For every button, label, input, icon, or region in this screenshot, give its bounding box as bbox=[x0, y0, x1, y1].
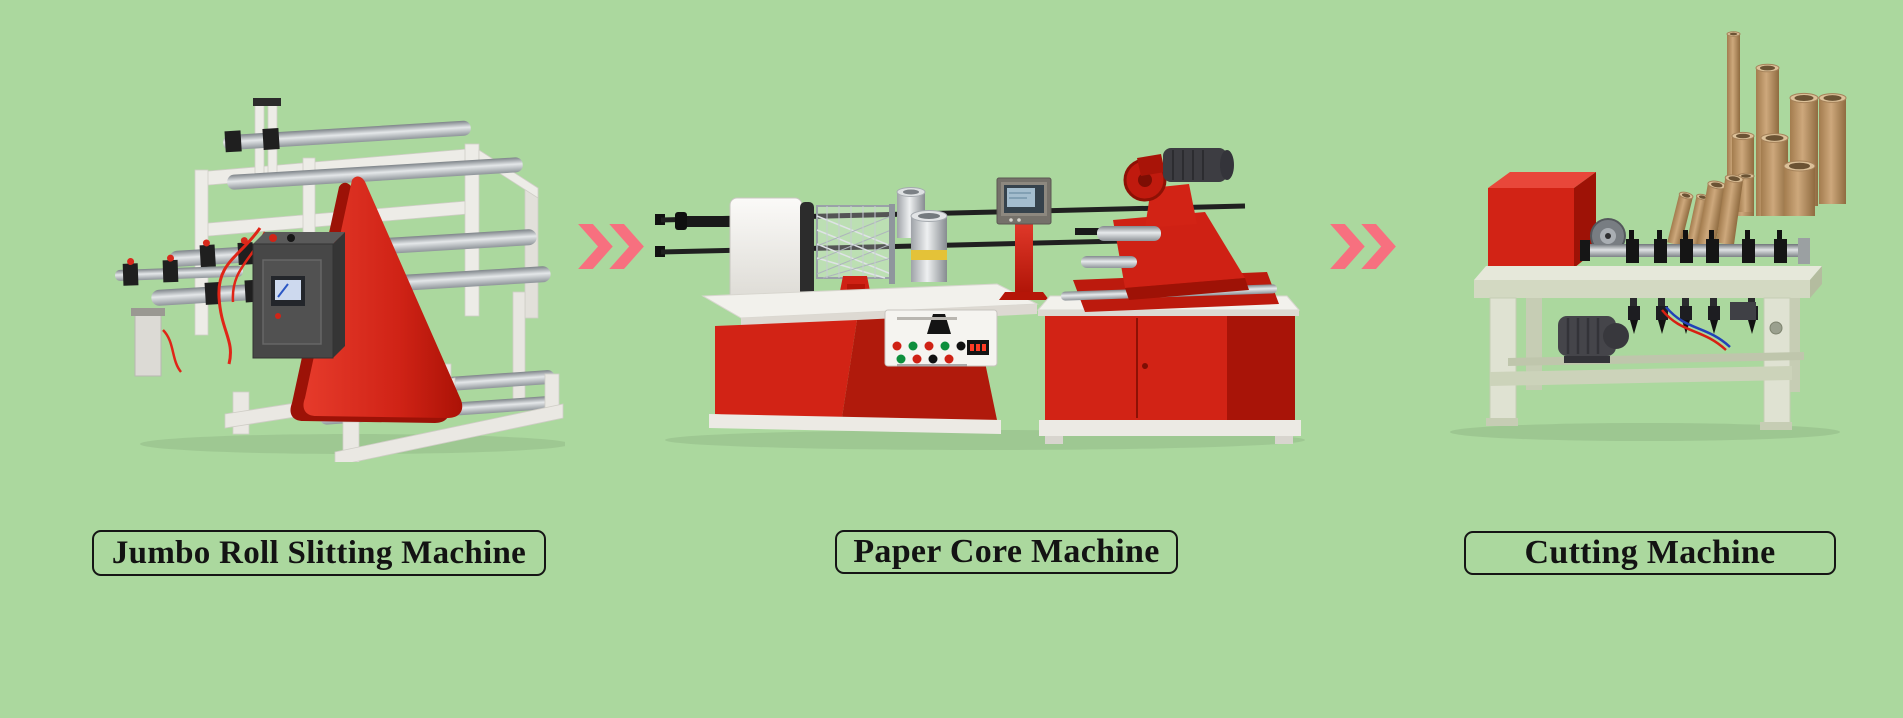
core-machine-head bbox=[675, 197, 814, 302]
finished-core-cans bbox=[896, 187, 948, 282]
double-chevron-right-icon bbox=[578, 224, 644, 269]
slitter-control-cabinet bbox=[252, 232, 345, 359]
step-label-cutting-machine: Cutting Machine bbox=[1464, 531, 1836, 575]
cutter-motor bbox=[1163, 148, 1234, 182]
cabinet-red-button bbox=[269, 234, 277, 242]
slitter-unwind-bar bbox=[115, 254, 244, 377]
cabinet-black-button bbox=[287, 234, 295, 242]
red-wire bbox=[1661, 309, 1727, 351]
step-label-text: Cutting Machine bbox=[1524, 534, 1776, 571]
panel-buttons bbox=[892, 341, 966, 364]
yellow-band bbox=[911, 250, 947, 260]
cutter-blades bbox=[1628, 298, 1758, 334]
table-top bbox=[1474, 266, 1822, 298]
core-cutoff-unit bbox=[1036, 148, 1301, 444]
step-label-paper-core-machine: Paper Core Machine bbox=[835, 530, 1178, 574]
paper-cores-stack bbox=[1667, 31, 1847, 248]
drive-motor bbox=[1558, 316, 1629, 363]
red-cable bbox=[217, 227, 262, 365]
cabinet-keyhole bbox=[1142, 363, 1148, 369]
step-label-text: Paper Core Machine bbox=[853, 533, 1160, 570]
shaft-clamps bbox=[1626, 230, 1787, 263]
double-chevron-right-icon bbox=[1330, 224, 1396, 269]
blue-wire bbox=[1665, 306, 1731, 348]
core-machine-control-panel bbox=[884, 309, 998, 367]
cutting-machine-illustration bbox=[1450, 31, 1847, 441]
step-label-text: Jumbo Roll Slitting Machine bbox=[111, 534, 527, 571]
cutter-drive-box bbox=[1488, 172, 1596, 268]
cabinet-gauge-screen bbox=[275, 280, 301, 300]
cutting-spindle-shaft bbox=[1580, 218, 1810, 264]
step-label-jumbo-roll-slitting-machine: Jumbo Roll Slitting Machine bbox=[92, 530, 546, 576]
paper-core-machine-illustration bbox=[655, 148, 1305, 450]
hmi-monitor bbox=[996, 177, 1052, 300]
core-machine-center-cabinet bbox=[701, 283, 1039, 434]
jumbo-roll-slitting-machine-illustration bbox=[115, 98, 565, 462]
